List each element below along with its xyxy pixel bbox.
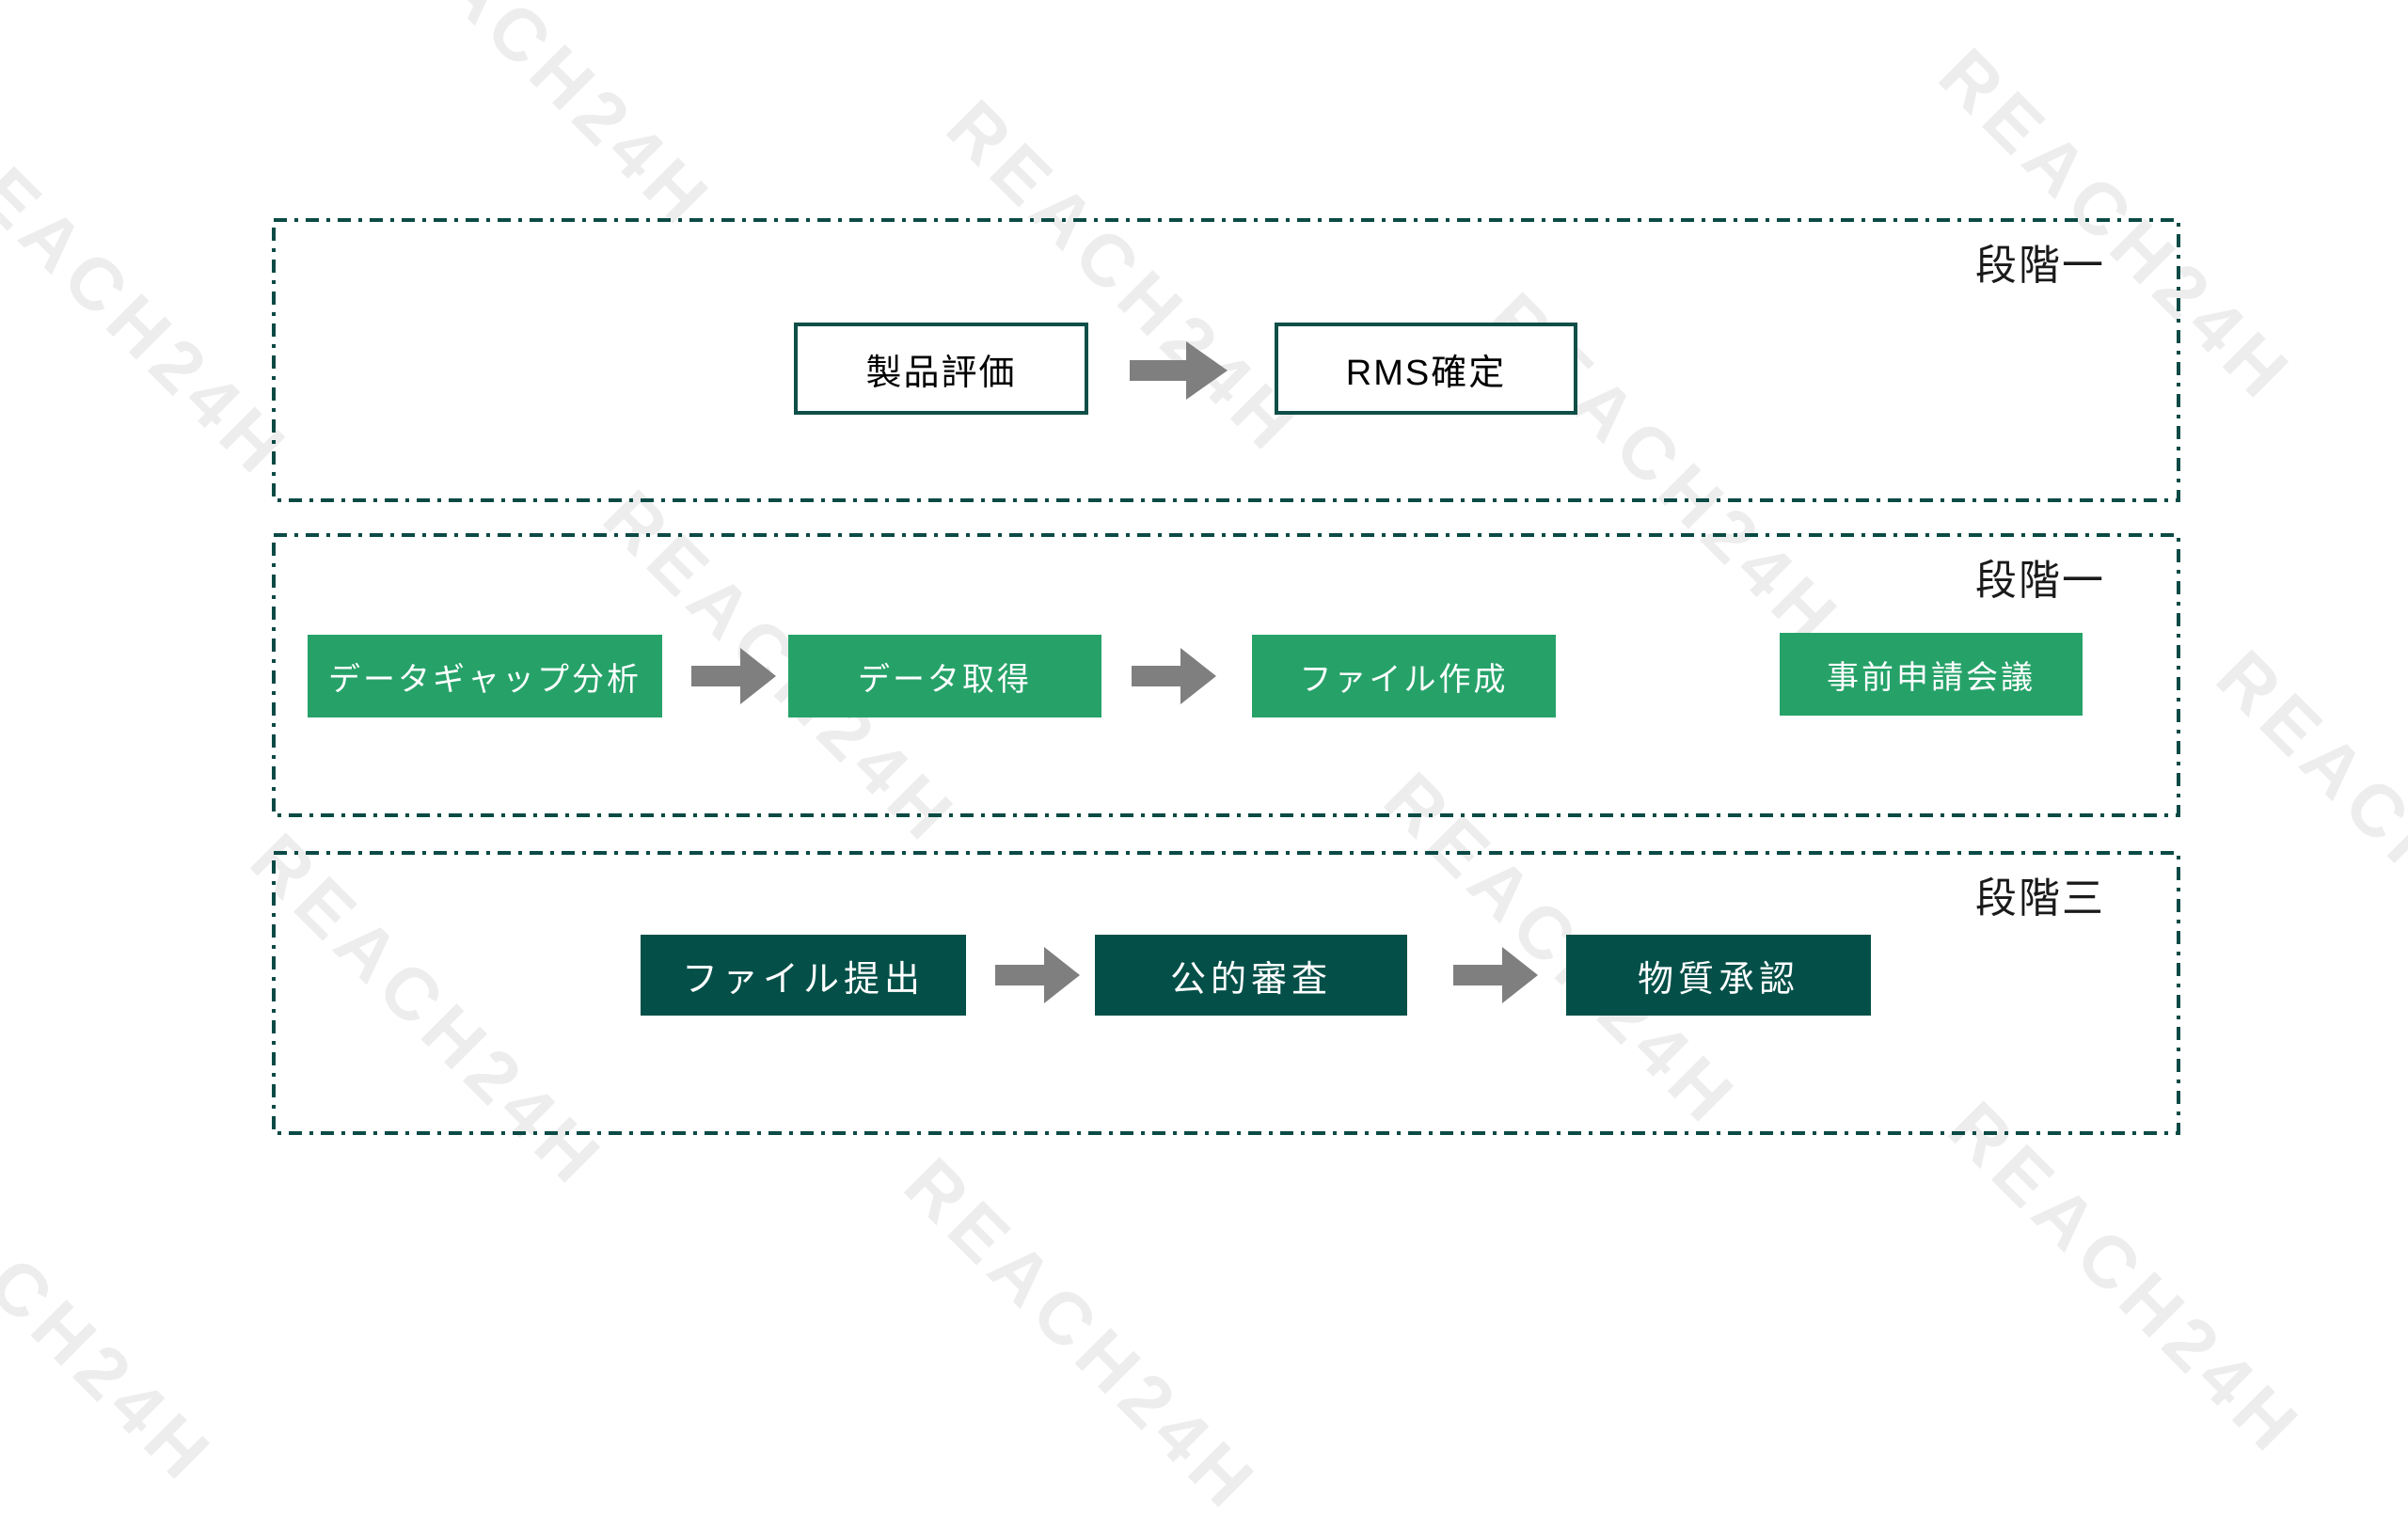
node-data-acquisition: データ取得 (788, 635, 1101, 717)
watermark-text: REACH24H (1933, 1085, 2320, 1472)
node-rms-determination: RMS確定 (1275, 323, 1577, 415)
node-dossier-submission: ファイル提出 (641, 935, 966, 1016)
watermark-text: REACH24H (343, 0, 730, 244)
arrow-right-icon (1130, 341, 1228, 400)
stage-3-container: 段階三 ファイル提出 公的審査 物質承認 (272, 851, 2180, 1135)
stage-2-dashed-border (272, 533, 2180, 817)
node-dossier-creation: ファイル作成 (1252, 635, 1556, 717)
node-product-evaluation: 製品評価 (794, 323, 1088, 415)
stage-2-label: 段階一 (1975, 558, 2105, 604)
watermark-text: REACH24H (0, 1113, 231, 1500)
stage-1-container: 段階一 製品評価 RMS確定 (272, 218, 2180, 502)
arrow-right-icon (691, 648, 776, 704)
stage-3-label: 段階三 (1975, 875, 2105, 922)
stage-1-label: 段階一 (1975, 243, 2105, 289)
node-substance-approval: 物質承認 (1566, 935, 1871, 1016)
watermark-text: REACH24H (889, 1142, 1275, 1528)
arrow-right-icon (1132, 648, 1216, 704)
watermark-text: REACH24H (2201, 634, 2408, 1020)
node-pre-application-meeting: 事前申請会議 (1780, 633, 2083, 716)
watermark-text: REACH24H (0, 107, 307, 494)
stage-1-dashed-border (272, 218, 2180, 502)
stage-2-container: 段階一 データギャップ分析 データ取得 ファイル作成 事前申請会議 (272, 533, 2180, 817)
arrow-right-icon (995, 947, 1080, 1003)
stage-3-dashed-border (272, 851, 2180, 1135)
node-official-review: 公的審査 (1095, 935, 1407, 1016)
arrow-right-icon (1453, 947, 1538, 1003)
node-data-gap-analysis: データギャップ分析 (308, 635, 662, 717)
